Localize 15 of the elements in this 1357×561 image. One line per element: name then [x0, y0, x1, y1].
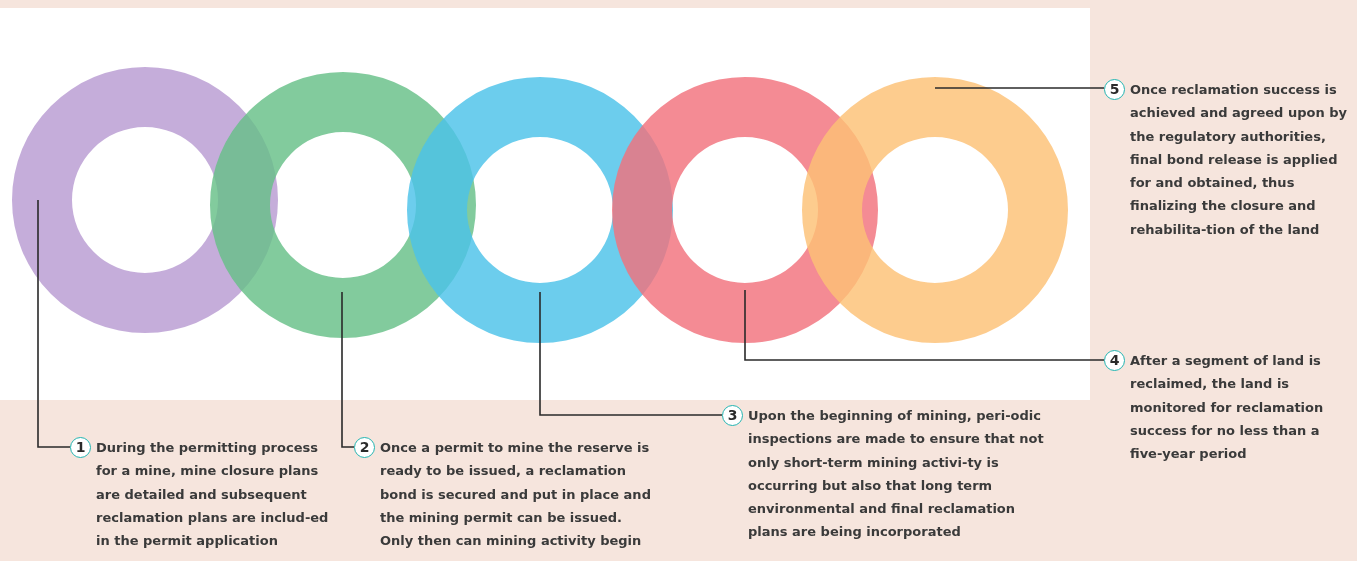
step-description: During the permitting process for a mine, mine closure plans are detailed and subsequent reclamation plans are includ-ed in the permit application [96, 439, 330, 551]
step-description: Upon the beginning of mining, peri-odic inspections are made to ensure that not only short-term mining activi-ty is occurring but also that long term environmental and final reclamation plans are being incorporated [748, 407, 1045, 542]
step-description: Once reclamation success is achieved and agreed upon by the regulatory authorities, final bond release is applied for and obtained, thus finalizing the closure and rehabilita-tion of the land [1130, 81, 1348, 239]
step-number: 5 [1104, 79, 1125, 100]
step-number: 1 [70, 437, 91, 458]
step-number: 2 [354, 437, 375, 458]
ring-shape [802, 77, 1068, 343]
step-number: 4 [1104, 350, 1125, 371]
step-description: After a segment of land is reclaimed, the land is monitored for reclamation success for no less than a five-year period [1130, 352, 1325, 464]
leader-line [934, 87, 1105, 89]
leader-line [341, 291, 355, 448]
leader-line [539, 291, 723, 416]
leader-line [37, 199, 71, 448]
step-description: Once a permit to mine the reserve is ready to be issued, a reclamation bond is secured and put in place and the mining permit can be issued. Only then can mining activity begin [380, 439, 652, 551]
step-number: 3 [722, 405, 743, 426]
